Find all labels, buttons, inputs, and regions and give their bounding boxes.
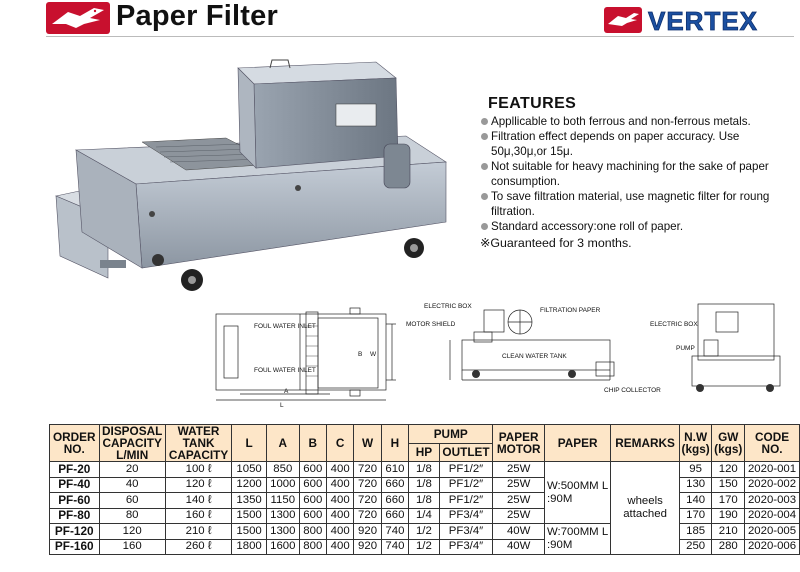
pump-label: PUMP xyxy=(676,345,695,352)
table-row: PF-120 120 210 ℓ 1500 1300 800 400 920 7… xyxy=(49,523,800,555)
col-gw: GW (kgs) xyxy=(711,424,746,462)
page-header: Paper Filter VERTEX xyxy=(0,0,800,36)
page-title: Paper Filter xyxy=(116,0,278,32)
feature-item: Not suitable for heavy machining for the… xyxy=(480,159,796,189)
technical-diagrams: FOUL WATER INLET FOUL WATER INLET B W A … xyxy=(215,303,781,408)
dim-w-label: W xyxy=(370,351,377,358)
col-hp: HP xyxy=(408,442,440,462)
col-code: CODE NO. xyxy=(744,424,800,462)
col-c: C xyxy=(325,424,355,462)
table-row: PF-40 40 120 ℓ 1200 1000 600 400 720 660… xyxy=(49,476,800,493)
col-w: W xyxy=(353,424,382,462)
vertex-brand-logo: VERTEX xyxy=(604,6,792,34)
col-paper: PAPER xyxy=(543,424,612,462)
foul-water-inlet-label: FOUL WATER INLET xyxy=(254,323,316,330)
col-a: A xyxy=(265,424,300,462)
filtration-paper-label: FILTRATION PAPER xyxy=(540,307,601,314)
paper-spec-cell: W:500MM L :90M xyxy=(543,461,612,524)
col-pump: PUMP xyxy=(408,424,494,444)
electric-box-label: ELECTRIC BOX xyxy=(424,303,472,310)
col-water-tank: WATER TANK CAPACITY xyxy=(164,424,233,462)
features-section: FEATURES Appllicable to both ferrous and… xyxy=(480,96,796,251)
header-divider xyxy=(46,36,794,37)
dim-b-label: B xyxy=(358,351,362,358)
paper-spec-cell: W:700MM L :90M xyxy=(543,523,612,555)
specification-table: ORDER NO. DISPOSAL CAPACITY L/MIN WATER … xyxy=(49,424,800,555)
bullet-icon xyxy=(481,163,488,170)
dim-l-label: L xyxy=(280,402,284,408)
col-order-no: ORDER NO. xyxy=(49,424,100,462)
table-row: PF-80 80 160 ℓ 1500 1300 600 400 720 660… xyxy=(49,507,800,524)
col-nw: N.W (kgs) xyxy=(678,424,713,462)
table-row: PF-60 60 140 ℓ 1350 1150 600 400 720 660… xyxy=(49,492,800,509)
feature-item: Standard accessory:one roll of paper. xyxy=(480,219,796,234)
clean-water-tank-label: CLEAN WATER TANK xyxy=(502,353,567,360)
col-outlet: OUTLET xyxy=(438,442,494,462)
bullet-icon xyxy=(481,118,488,125)
brand-name: VERTEX xyxy=(648,6,758,34)
col-remarks: REMARKS xyxy=(610,424,680,462)
dim-a-label: A xyxy=(284,388,289,395)
col-b: B xyxy=(298,424,327,462)
feature-item: Appllicable to both ferrous and non-ferr… xyxy=(480,114,796,129)
feature-item: Filtration effect depends on paper accur… xyxy=(480,129,796,159)
guarantee-note: ※Guaranteed for 3 months. xyxy=(480,236,632,250)
col-paper-motor: PAPER MOTOR xyxy=(492,424,545,462)
eagle-logo-icon xyxy=(46,2,110,34)
col-l: L xyxy=(231,424,267,462)
product-photo xyxy=(55,59,447,291)
bullet-icon xyxy=(481,193,488,200)
col-h: H xyxy=(380,424,410,462)
bullet-icon xyxy=(481,133,488,140)
table-row: PF-20 20 100 ℓ 1050 850 600 400 720 610 … xyxy=(49,461,800,555)
electric-box-label: ELECTRIC BOX xyxy=(650,321,698,328)
table-row: PF-160 160 260 ℓ 1800 1600 800 400 920 7… xyxy=(49,538,800,555)
chip-collector-label: CHIP COLLECTOR xyxy=(604,387,661,394)
foul-water-inlet-label: FOUL WATER INLET xyxy=(254,367,316,374)
features-title: FEATURES xyxy=(488,95,577,112)
motor-shield-label: MOTOR SHIELD xyxy=(406,321,456,328)
remarks-cell: wheels attached xyxy=(610,461,680,555)
col-disposal: DISPOSAL CAPACITY L/MIN xyxy=(98,424,166,462)
feature-item: To save filtration material, use magneti… xyxy=(480,189,796,219)
bullet-icon xyxy=(481,223,488,230)
